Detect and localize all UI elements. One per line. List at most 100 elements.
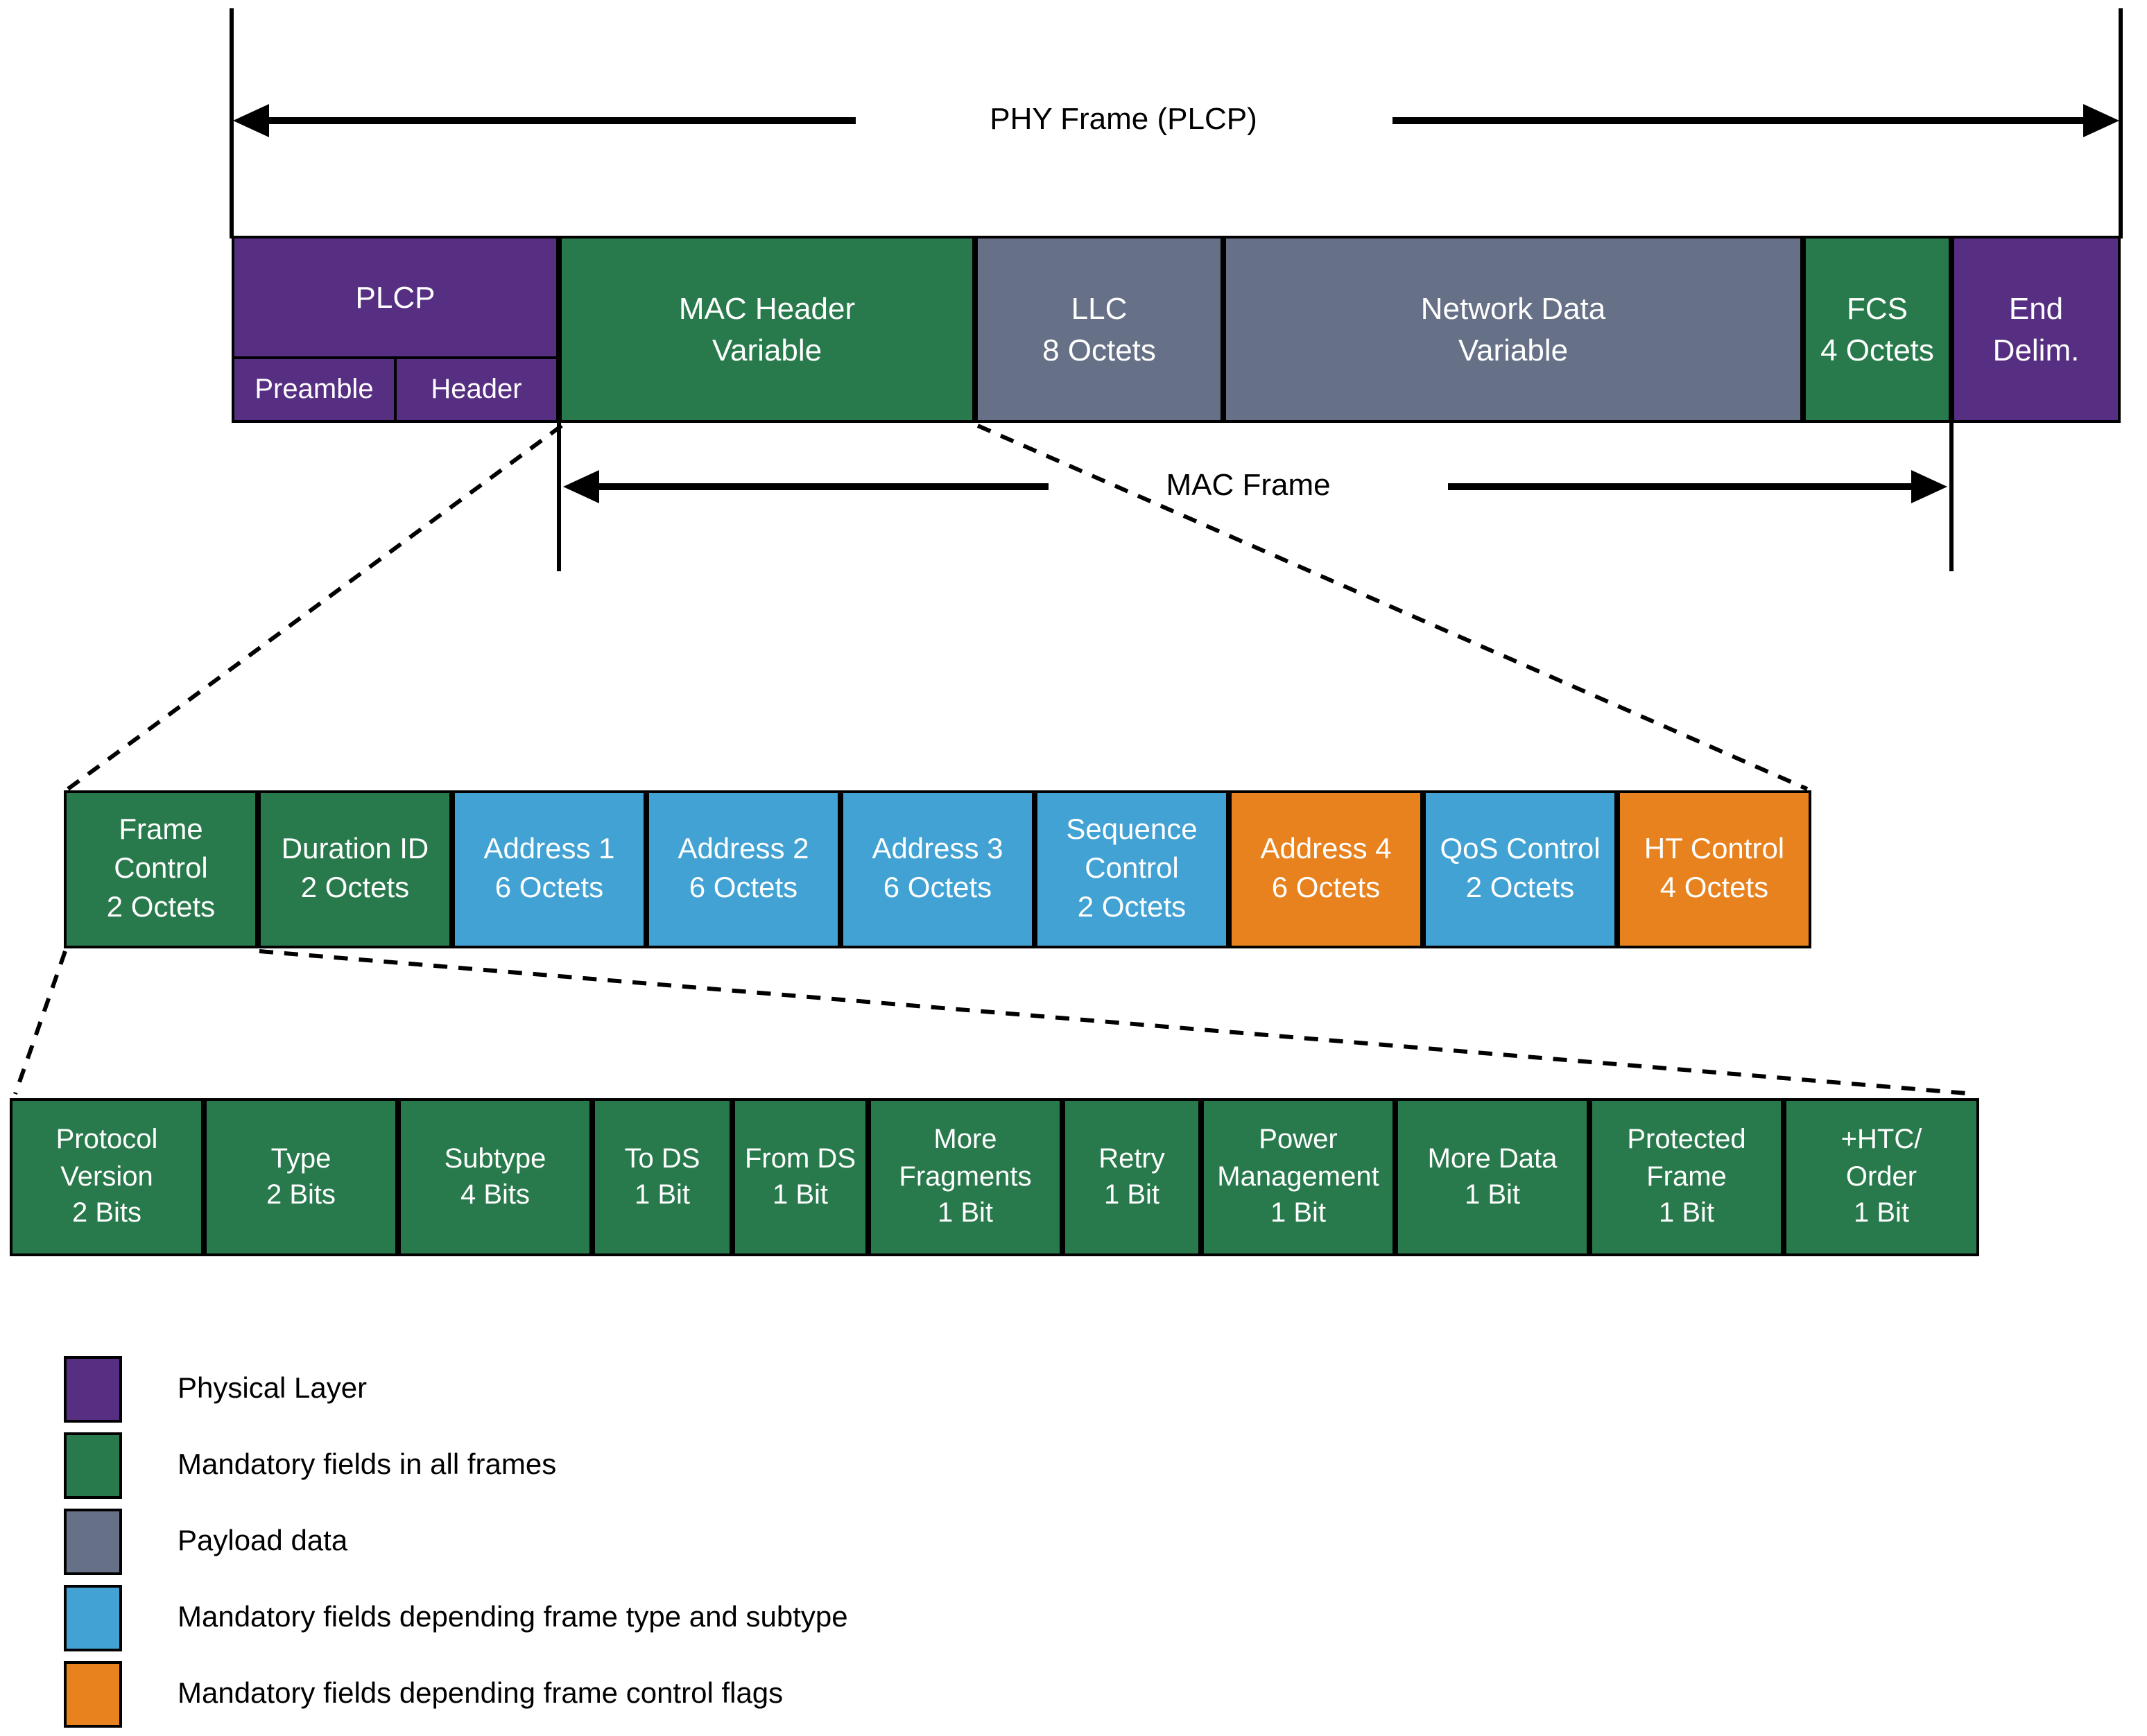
label-line: Delim. [1992, 332, 2080, 367]
phy-box-llc: LLC 8 Octets [975, 236, 1223, 423]
label-line: More Data [1427, 1143, 1558, 1174]
label-line: Variable [1458, 332, 1569, 367]
label-line: More [933, 1125, 997, 1156]
label-line: To DS [624, 1143, 700, 1174]
label-line: MAC Header [678, 291, 856, 327]
mac-box-address-3: Address 3 6 Octets [840, 790, 1035, 948]
fc-box-more-data: More Data 1 Bit [1395, 1098, 1589, 1256]
dashed-connector-fc-right [259, 949, 1976, 1096]
legend-item-payload-data: Payload data [64, 1509, 347, 1575]
label-line: From DS [745, 1143, 856, 1174]
label-line: Frame [1646, 1161, 1727, 1192]
mac-box-duration-id: Duration ID 2 Octets [258, 790, 452, 948]
label-line: 1 Bit [1464, 1180, 1521, 1210]
label-line: Address 3 [872, 833, 1003, 866]
label-line: 2 Octets [300, 872, 410, 904]
mac-arrow-right-head [1911, 470, 1947, 503]
label-line: Order [1845, 1161, 1917, 1192]
mac-box-address-4: Address 4 6 Octets [1229, 790, 1423, 948]
label-line: Fragments [899, 1161, 1032, 1192]
mac-box-qos-control: QoS Control 2 Octets [1423, 790, 1617, 948]
label-line: 6 Octets [689, 872, 798, 904]
label-line: Management [1217, 1161, 1379, 1192]
fc-box-more-fragments: More Fragments 1 Bit [868, 1098, 1062, 1256]
plcp-sub-row: Preamble Header [234, 356, 556, 420]
label-line: HT Control [1644, 833, 1785, 866]
label-line: LLC [1071, 291, 1128, 327]
fc-box-protected-frame: Protected Frame 1 Bit [1589, 1098, 1784, 1256]
legend-item-physical-layer: Physical Layer [64, 1356, 367, 1423]
label-line: Frame [119, 814, 203, 847]
legend-label: Physical Layer [178, 1373, 368, 1405]
label-line: 1 Bit [634, 1180, 691, 1210]
label-line: Power [1259, 1125, 1338, 1156]
phy-box-fcs: FCS 4 Octets [1803, 236, 1951, 423]
legend-label: Mandatory fields depending frame type an… [178, 1602, 848, 1633]
mac-box-frame-control: Frame Control 2 Octets [64, 790, 258, 948]
label-line: Type [270, 1143, 331, 1174]
phy-arrow-left-head [233, 104, 269, 137]
label-line: 4 Octets [1820, 332, 1934, 367]
legend-swatch-gray [64, 1509, 122, 1575]
legend-item-mandatory-type-subtype: Mandatory fields depending frame type an… [64, 1585, 848, 1651]
label-line: Version [60, 1161, 153, 1192]
label-line: Protected [1627, 1125, 1746, 1156]
mac-box-address-2: Address 2 6 Octets [646, 790, 840, 948]
label-line: Protocol [55, 1125, 158, 1156]
label-line: Preamble [255, 374, 374, 405]
label-line: 1 Bit [1658, 1198, 1715, 1229]
phy-box-network-data: Network Data Variable [1223, 236, 1803, 423]
legend-item-mandatory-all-frames: Mandatory fields in all frames [64, 1432, 556, 1499]
dashed-connector-fc-left [13, 951, 67, 1095]
legend-label: Mandatory fields in all frames [178, 1449, 557, 1481]
mac-box-address-1: Address 1 6 Octets [452, 790, 646, 948]
label-line: 2 Octets [106, 891, 216, 923]
label-line: 1 Bit [772, 1180, 829, 1210]
fc-box-retry: Retry 1 Bit [1062, 1098, 1201, 1256]
label-line: 4 Bits [460, 1180, 531, 1210]
label-line: Retry [1098, 1143, 1165, 1174]
mac-arrow-left-head [563, 470, 599, 503]
label-line: Sequence [1066, 814, 1198, 847]
label-line: +HTC/ [1840, 1125, 1922, 1156]
label-line: 2 Bits [266, 1180, 336, 1210]
plcp-header-cell: Header [394, 359, 556, 420]
label-line: 1 Bit [937, 1198, 994, 1229]
label-line: 1 Bit [1853, 1198, 1910, 1229]
label-line: Control [114, 853, 208, 885]
legend-label: Mandatory fields depending frame control… [178, 1678, 784, 1710]
phy-box-mac-header: MAC Header Variable [559, 236, 975, 423]
plcp-preamble-cell: Preamble [234, 359, 394, 420]
phy-frame-label: PHY Frame (PLCP) [990, 101, 1257, 136]
label-line: 8 Octets [1042, 332, 1156, 367]
plcp-label: PLCP [234, 238, 556, 356]
label-line: Network Data [1420, 291, 1606, 327]
label-line: 2 Octets [1077, 891, 1187, 923]
dashed-connector-mac-right [976, 424, 1809, 791]
mac-box-ht-control: HT Control 4 Octets [1617, 790, 1811, 948]
label-line: 6 Octets [1271, 872, 1381, 904]
phy-box-end-delim: End Delim. [1951, 236, 2121, 423]
label-line: Address 2 [678, 833, 809, 866]
label-line: 6 Octets [494, 872, 604, 904]
legend-swatch-blue [64, 1585, 122, 1651]
label-line: Address 4 [1260, 833, 1392, 866]
label-line: 1 Bit [1270, 1198, 1327, 1229]
legend-swatch-orange [64, 1661, 122, 1728]
legend-swatch-purple [64, 1356, 122, 1423]
label-line: 4 Octets [1659, 872, 1769, 904]
label-line: End [2008, 291, 2064, 327]
label-line: 1 Bit [1103, 1180, 1160, 1210]
label-line: Subtype [444, 1143, 546, 1174]
fc-box-to-ds: To DS 1 Bit [592, 1098, 732, 1256]
phy-box-plcp: PLCP Preamble Header [232, 236, 559, 423]
label-line: 6 Octets [883, 872, 992, 904]
fc-box-subtype: Subtype 4 Bits [398, 1098, 592, 1256]
fc-box-power-management: Power Management 1 Bit [1201, 1098, 1395, 1256]
label-line: QoS Control [1440, 833, 1601, 866]
label-line: Duration ID [281, 833, 429, 866]
label-line: Variable [712, 332, 822, 367]
